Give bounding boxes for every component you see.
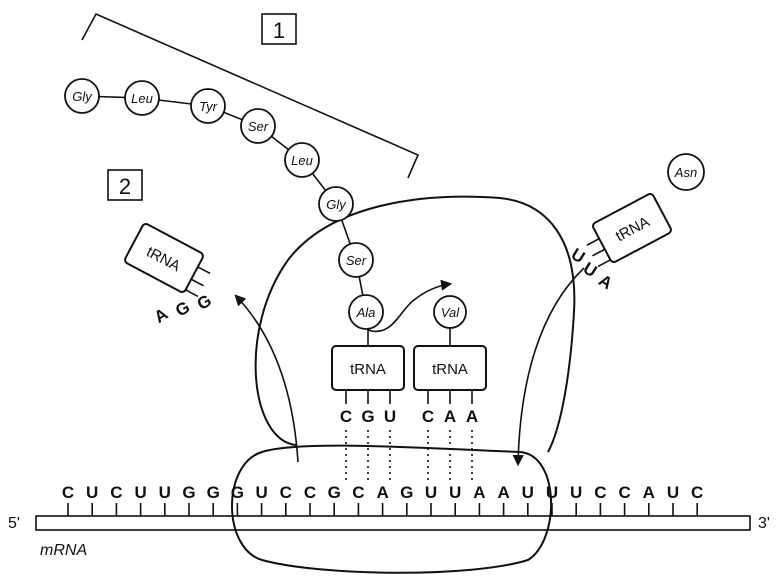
aa-asn-label: Asn [674, 165, 697, 180]
mrna-base: A [473, 483, 485, 502]
mrna-base: A [643, 483, 655, 502]
mrna-base: U [159, 483, 171, 502]
mrna-base: C [304, 483, 316, 502]
mrna-base: U [449, 483, 461, 502]
amino-acid-label: Gly [72, 89, 93, 104]
mrna-base: G [182, 483, 195, 502]
mrna-strand [36, 516, 750, 530]
mrna-base: U [667, 483, 679, 502]
mrna-base: U [522, 483, 534, 502]
a-anticodon-1: C [422, 407, 434, 426]
mrna-base: U [570, 483, 582, 502]
label-1: 1 [273, 18, 285, 43]
mrna-base: C [62, 483, 74, 502]
trna-a-label: tRNA [432, 361, 468, 378]
mrna-base: C [280, 483, 292, 502]
ribosome-large-subunit [256, 197, 575, 452]
p-anticodon-2: G [361, 407, 374, 426]
three-prime-label: 3' [758, 515, 770, 532]
exit-anticodon-2: G [172, 297, 193, 320]
enter-anticodon-2: U [580, 259, 600, 282]
label-2: 2 [119, 174, 131, 199]
a-anticodon-3: A [466, 407, 478, 426]
aa-val-label: Val [441, 305, 460, 320]
amino-acid-label: Tyr [199, 99, 217, 114]
mrna-base: A [376, 483, 388, 502]
mrna-base: C [618, 483, 630, 502]
amino-acid-label: Gly [326, 197, 347, 212]
mrna-base: U [255, 483, 267, 502]
mrna-base: U [546, 483, 558, 502]
mrna-base: C [110, 483, 122, 502]
mrna-base: C [594, 483, 606, 502]
p-anticodon-3: U [384, 407, 396, 426]
mrna-base: G [328, 483, 341, 502]
mrna-base: U [425, 483, 437, 502]
mrna-base: G [207, 483, 220, 502]
trna-entering: tRNA U U A [558, 193, 683, 302]
codon-pairing-lines [346, 430, 472, 480]
trna-a-site: Val tRNA C A A [414, 296, 486, 426]
exit-anticodon-1: A [151, 304, 171, 327]
mrna-base: C [691, 483, 703, 502]
amino-acid-label: Ser [248, 119, 269, 134]
amino-acid-label: Leu [291, 153, 313, 168]
mrna-base: G [400, 483, 413, 502]
p-anticodon-1: C [340, 407, 352, 426]
mrna-base: A [497, 483, 509, 502]
mrna-base: G [231, 483, 244, 502]
trna-p-label: tRNA [350, 361, 386, 378]
amino-acid-label: Ala [356, 305, 376, 320]
mrna-base: U [134, 483, 146, 502]
a-anticodon-2: A [444, 407, 456, 426]
trna-p-site: tRNA C G U [332, 328, 404, 426]
mrna-label: mRNA [40, 542, 87, 559]
five-prime-label: 5' [8, 515, 20, 532]
mrna-base: C [352, 483, 364, 502]
amino-acid-label: Leu [131, 91, 153, 106]
mrna-base: U [86, 483, 98, 502]
trna-exiting: tRNA A G G [105, 223, 235, 345]
enter-anticodon-3: A [595, 271, 615, 294]
amino-acid-label: Ser [346, 253, 367, 268]
exit-arrow [236, 296, 298, 462]
exit-anticodon-3: G [194, 291, 215, 314]
